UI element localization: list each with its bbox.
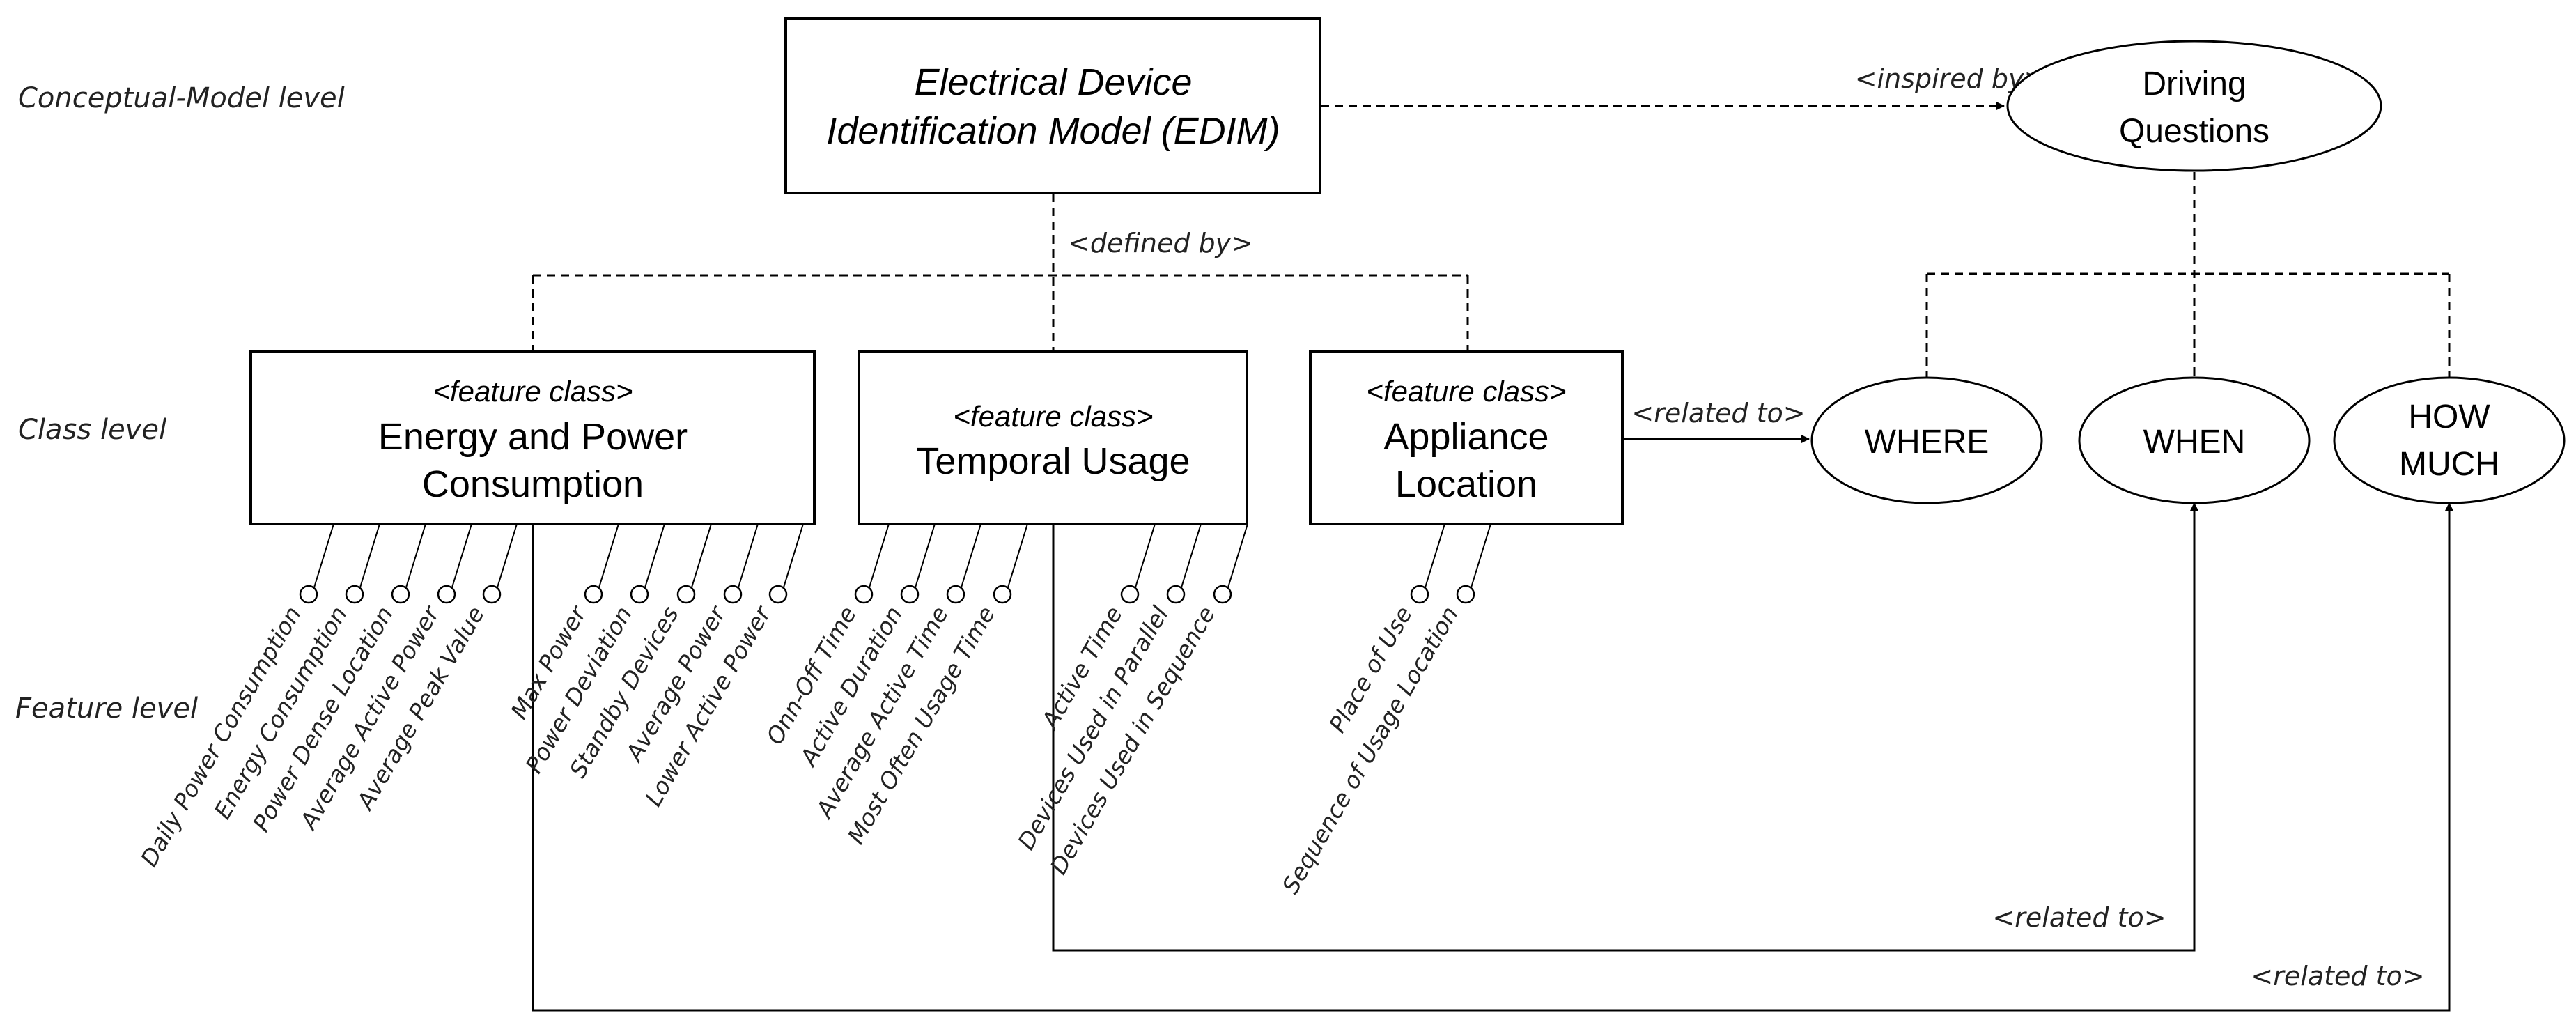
connectors <box>532 102 2453 1012</box>
question-where: WHERE <box>1865 424 1989 461</box>
feature-port-icon <box>854 585 874 604</box>
feature-port-icon <box>584 585 603 604</box>
related-to-howmuch-label: <related to> <box>2251 961 2424 991</box>
feature-stem <box>783 523 804 588</box>
feature-port-icon <box>900 585 920 604</box>
driving-questions-ellipse: Driving Questions <box>2006 40 2382 172</box>
feature-stem <box>961 523 981 588</box>
driving-questions-line2: Questions <box>2119 113 2269 150</box>
energy-to-howmuch-arrow <box>532 502 2453 1012</box>
feature-stem <box>1471 523 1491 588</box>
defined-by-label: <defined by> <box>1068 228 1253 258</box>
feature-port-icon <box>299 585 318 604</box>
feature-stem <box>1227 523 1248 588</box>
feature-stem <box>869 523 890 588</box>
feature-stem <box>738 523 759 588</box>
feature-port-icon <box>768 585 788 604</box>
feature-stem <box>313 523 334 588</box>
feature-port-icon <box>723 585 743 604</box>
feature-stem <box>691 523 712 588</box>
class-tag-location: <feature class> <box>1366 375 1566 408</box>
feature-temporal-4: Most Often Usage Time <box>842 523 1028 849</box>
feature-stem <box>497 523 518 588</box>
class-box-temporal: <feature class> Temporal Usage <box>858 350 1248 525</box>
feature-location-2: Sequence of Usage Location <box>1277 523 1491 898</box>
feature-port-icon <box>1166 585 1186 604</box>
feature-stem <box>451 523 472 588</box>
related-to-when-label: <related to> <box>1992 902 2166 933</box>
feature-port-icon <box>946 585 965 604</box>
class-name-location-line2: Location <box>1395 463 1537 505</box>
level-label-feature: Feature level <box>15 693 198 725</box>
feature-port-icon <box>1456 585 1475 604</box>
class-name-energy-line2: Consumption <box>422 463 644 505</box>
class-tag-temporal: <feature class> <box>953 400 1153 433</box>
feature-port-icon <box>1410 585 1429 604</box>
feature-port-icon <box>630 585 649 604</box>
feature-stem <box>1425 523 1445 588</box>
feature-stem <box>598 523 619 588</box>
feature-stem <box>1007 523 1028 588</box>
class-name-energy-line1: Energy and Power <box>378 416 688 458</box>
related-to-where-label: <related to> <box>1631 398 1805 428</box>
question-when: WHEN <box>2143 424 2246 461</box>
question-ellipse-where: WHERE <box>1810 376 2043 504</box>
feature-port-icon <box>1120 585 1140 604</box>
model-title-line2: Identification Model (EDIM) <box>826 110 1280 152</box>
feature-port-icon <box>1213 585 1232 604</box>
level-label-class: Class level <box>18 414 166 446</box>
feature-port-icon <box>676 585 696 604</box>
feature-energy-5: Average Peak Value <box>351 523 518 815</box>
feature-stem <box>359 523 380 588</box>
class-name-temporal: Temporal Usage <box>916 440 1190 482</box>
feature-stem <box>1181 523 1202 588</box>
level-label-conceptual: Conceptual-Model level <box>18 82 345 114</box>
driving-questions-line1: Driving <box>2142 65 2246 102</box>
feature-stem <box>405 523 426 588</box>
feature-stem <box>644 523 665 588</box>
model-title-line1: Electrical Device <box>914 61 1192 103</box>
question-how-much-line2: MUCH <box>2399 446 2499 483</box>
class-box-location: <feature class> Appliance Location <box>1309 350 1624 525</box>
temporal-to-when-arrow <box>1052 502 2198 952</box>
feature-port-icon <box>993 585 1012 604</box>
feature-stem <box>1135 523 1156 588</box>
question-ellipse-when: WHEN <box>2078 376 2311 504</box>
model-box: Electrical Device Identification Model (… <box>784 17 1321 194</box>
feature-energy-10: Lower Active Power <box>639 523 804 811</box>
question-how-much-line1: HOW <box>2408 399 2490 435</box>
feature-port-icon <box>391 585 410 604</box>
class-tag-energy: <feature class> <box>433 375 633 408</box>
class-name-location-line1: Appliance <box>1383 416 1549 458</box>
feature-port-icon <box>437 585 456 604</box>
feature-port-icon <box>482 585 502 604</box>
feature-port-icon <box>345 585 364 604</box>
question-ellipse-how-much: HOW MUCH <box>2333 376 2566 504</box>
feature-stem <box>915 523 936 588</box>
class-box-energy: <feature class> Energy and Power Consump… <box>249 350 816 525</box>
